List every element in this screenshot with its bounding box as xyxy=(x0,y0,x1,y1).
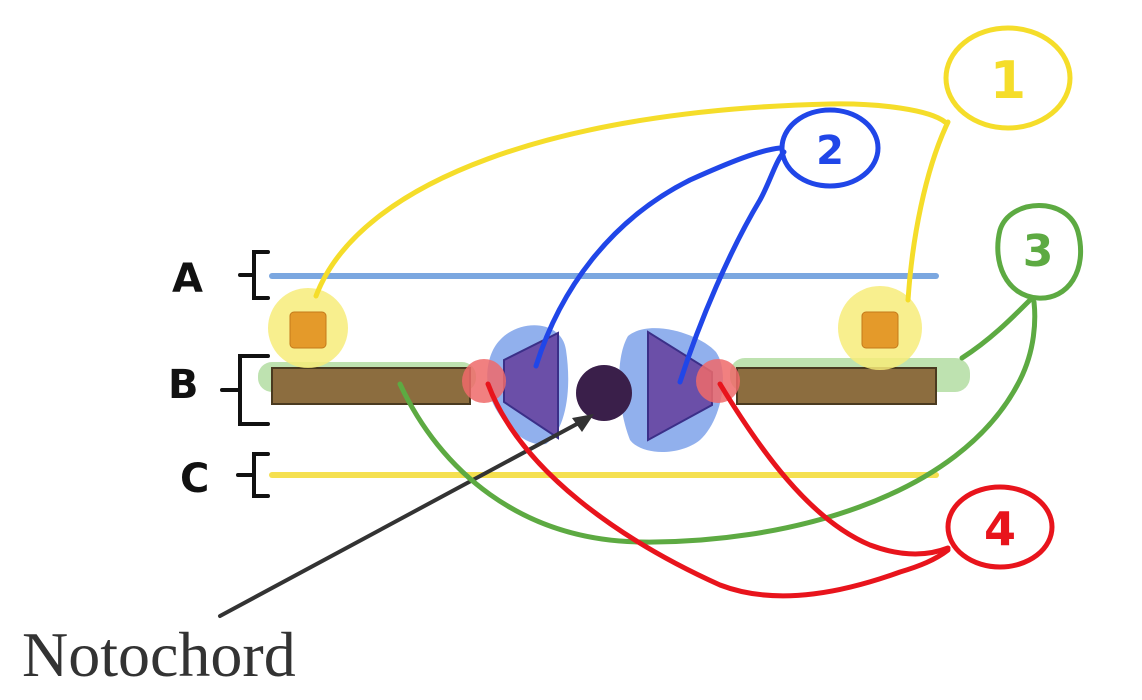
layer-b-bar-left xyxy=(271,367,471,405)
red-leader-line-right xyxy=(717,381,951,557)
red-leader-line-left xyxy=(485,381,951,599)
layer-a-label: A xyxy=(172,256,203,302)
right-orange-square xyxy=(861,311,899,349)
blue-leader-line-left xyxy=(533,145,783,369)
blue-leader-line-right xyxy=(677,149,787,385)
notochord-caption: Notochord xyxy=(22,619,296,690)
number-2-circle xyxy=(779,107,881,189)
bracket-b xyxy=(220,354,270,426)
notochord-dot xyxy=(576,365,632,421)
left-orange-square xyxy=(289,311,327,349)
number-4-circle xyxy=(945,484,1055,570)
bracket-a xyxy=(238,250,270,300)
number-2-label: 2 xyxy=(816,128,844,174)
number-1-circle xyxy=(943,25,1073,131)
green-leader-line-bottom xyxy=(397,299,1038,545)
bracket-c xyxy=(236,452,270,498)
left-red-junction xyxy=(462,359,506,403)
layer-c-label: C xyxy=(180,456,209,502)
number-4-label: 4 xyxy=(984,502,1016,556)
number-3-label: 3 xyxy=(1023,226,1054,277)
number-3-circle xyxy=(995,203,1084,301)
layer-b-label: B xyxy=(168,362,199,408)
yellow-leader-line-right xyxy=(905,119,951,303)
green-leader-line-top xyxy=(959,297,1033,361)
layer-b-bar-right xyxy=(736,367,937,405)
right-red-junction xyxy=(696,359,740,403)
notochord-arrowhead xyxy=(572,414,594,432)
yellow-leader-line-left xyxy=(313,101,948,299)
number-1-label: 1 xyxy=(990,51,1026,111)
right-purple-trapezoid xyxy=(647,330,713,442)
